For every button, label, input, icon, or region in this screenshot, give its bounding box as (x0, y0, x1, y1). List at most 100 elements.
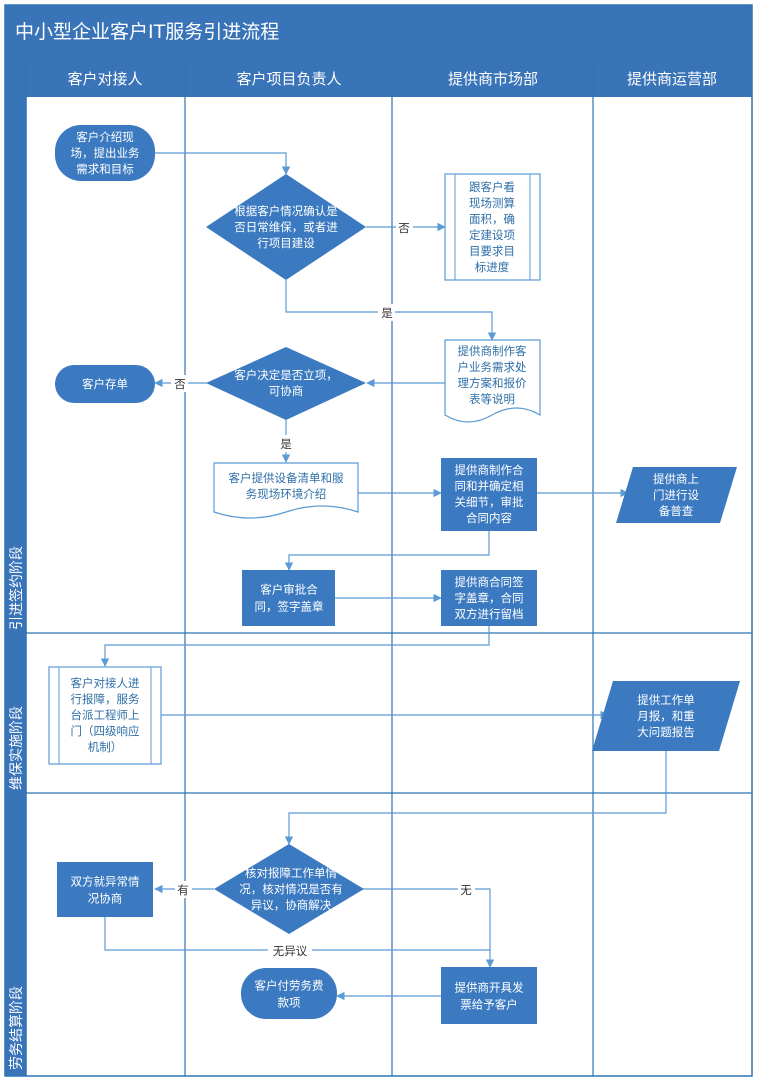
connectors (100, 152, 667, 1001)
n16-line-1: 客户付劳务费 (255, 979, 324, 993)
edge-label-no-1: 否 (398, 221, 410, 235)
edge-n15-n17 (104, 917, 490, 951)
node-customer-archive (55, 365, 155, 403)
node-site-survey (444, 173, 541, 281)
edge-label-yes-1: 是 (381, 306, 393, 320)
n4-line-3: 理方案和报价 (458, 376, 527, 390)
n12-line-2: 行报障，服务 (71, 692, 140, 706)
n9-line-1: 提供商上 (653, 472, 699, 486)
data-equipment-inspection (616, 467, 737, 523)
edge-labels: 否 是 否 是 有 无 无异议 (171, 218, 475, 959)
title-bar (5, 5, 752, 59)
n17-line-1: 提供商开具发 (455, 981, 524, 995)
n6-line-1: 客户存单 (82, 377, 128, 391)
n13-line-3: 大问题报告 (637, 725, 695, 739)
document-solution-quotation (444, 339, 541, 423)
n14-line-2: 况，核对情况是否有 (239, 882, 343, 896)
n4-line-1: 提供商制作客 (458, 344, 527, 358)
column-header-customer-pm: 客户项目负责人 (236, 70, 341, 88)
column-header-supplier-marketing: 提供商市场部 (448, 70, 538, 88)
stage-sidebar (5, 59, 26, 1076)
n14-line-3: 异议，协商解决 (251, 898, 332, 912)
n2-line-3: 行项目建设 (257, 236, 315, 250)
n3-line-4: 定建设项 (469, 228, 515, 242)
n14-line-1: 核对报障工作单情 (245, 866, 337, 880)
node-customer-introduction (55, 125, 155, 181)
n10-line-2: 同，签字盖章 (255, 600, 324, 614)
edge-n8-n10 (284, 531, 490, 571)
n13-line-2: 月报，和重 (637, 709, 695, 723)
process-contract-drafting (441, 458, 537, 531)
n3-line-1: 跟客户看 (469, 180, 515, 194)
n12-line-1: 客户对接人进 (71, 676, 140, 690)
process-negotiate-exception (57, 862, 153, 917)
n12-line-3: 台派工程师上 (71, 708, 140, 722)
n3-line-2: 现场测算 (469, 196, 515, 210)
terminator-customer-payment (241, 968, 337, 1019)
n11-line-1: 提供商合同签 (455, 575, 524, 589)
swimlane-grid (4, 4, 753, 1077)
n17-line-2: 票给予客户 (460, 998, 518, 1012)
column-header-bar (5, 59, 752, 97)
edge-n11-n12 (100, 626, 490, 667)
decision-project-approval (206, 347, 366, 420)
n15-line-1: 双方就异常情 (71, 875, 140, 889)
edge-n13-n14 (284, 751, 667, 845)
n8-line-2: 同和并确定相 (455, 479, 524, 493)
edge-n14-n17 (362, 888, 495, 968)
stage-label-settlement: 劳务结算阶段 (9, 986, 25, 1070)
process-customer-sign (242, 570, 335, 626)
n1-line-2: 场，提出业务 (71, 146, 140, 160)
n1-line-3: 需求和目标 (76, 162, 134, 176)
n2-line-1: 根据客户情况确认是 (234, 204, 338, 218)
edge-label-no-2: 否 (174, 377, 186, 391)
n8-line-4: 合同内容 (466, 511, 512, 525)
data-monthly-report (592, 681, 740, 751)
column-header-customer-contact: 客户对接人 (67, 70, 142, 88)
n1-line-1: 客户介绍现 (76, 130, 134, 144)
decision-maintenance-or-project (206, 174, 366, 280)
n9-line-3: 备普查 (659, 504, 694, 518)
n13-line-1: 提供工作单 (637, 693, 695, 707)
n3-line-3: 面积，确 (469, 212, 515, 226)
n10-line-1: 客户审批合 (260, 583, 318, 597)
n3-line-5: 目要求目 (469, 244, 515, 258)
n2-line-2: 否日常维保，或者进 (234, 220, 338, 234)
node-text-n6: 客户存单 (82, 377, 128, 391)
column-header-supplier-operations: 提供商运营部 (627, 70, 717, 88)
n12-line-5: 机制） (88, 740, 123, 754)
n7-line-2: 务现场环境介绍 (246, 487, 327, 501)
n4-line-4: 表等说明 (469, 392, 515, 406)
decision-work-order-check (214, 844, 364, 934)
n3-line-6: 标进度 (475, 260, 510, 274)
process-issue-invoice (441, 967, 537, 1024)
n12-line-4: 门（四级响应 (71, 724, 140, 738)
stage-label-maintenance: 维保实施阶段 (9, 706, 25, 790)
node-text-n5: 客户决定是否立项，可协商 (234, 368, 338, 398)
n11-line-3: 双方进行留档 (455, 607, 524, 621)
n5-line-1: 客户决定是否立项， (234, 368, 338, 382)
stage-label-contract: 引进签约阶段 (8, 546, 25, 630)
n15-line-2: 况协商 (88, 892, 123, 906)
edge-label-yes-2: 是 (280, 437, 292, 451)
edge-label-no-objection: 无异议 (273, 944, 308, 958)
n4-line-2: 户业务需求处 (458, 360, 527, 374)
diagram-title: 中小型企业客户IT服务引进流程 (15, 21, 279, 43)
n8-line-3: 关细节，审批 (455, 495, 524, 509)
document-equipment-list (213, 462, 359, 519)
edge-n1-n2 (153, 152, 291, 175)
n8-line-1: 提供商制作合 (455, 463, 524, 477)
process-fault-report (48, 666, 162, 765)
